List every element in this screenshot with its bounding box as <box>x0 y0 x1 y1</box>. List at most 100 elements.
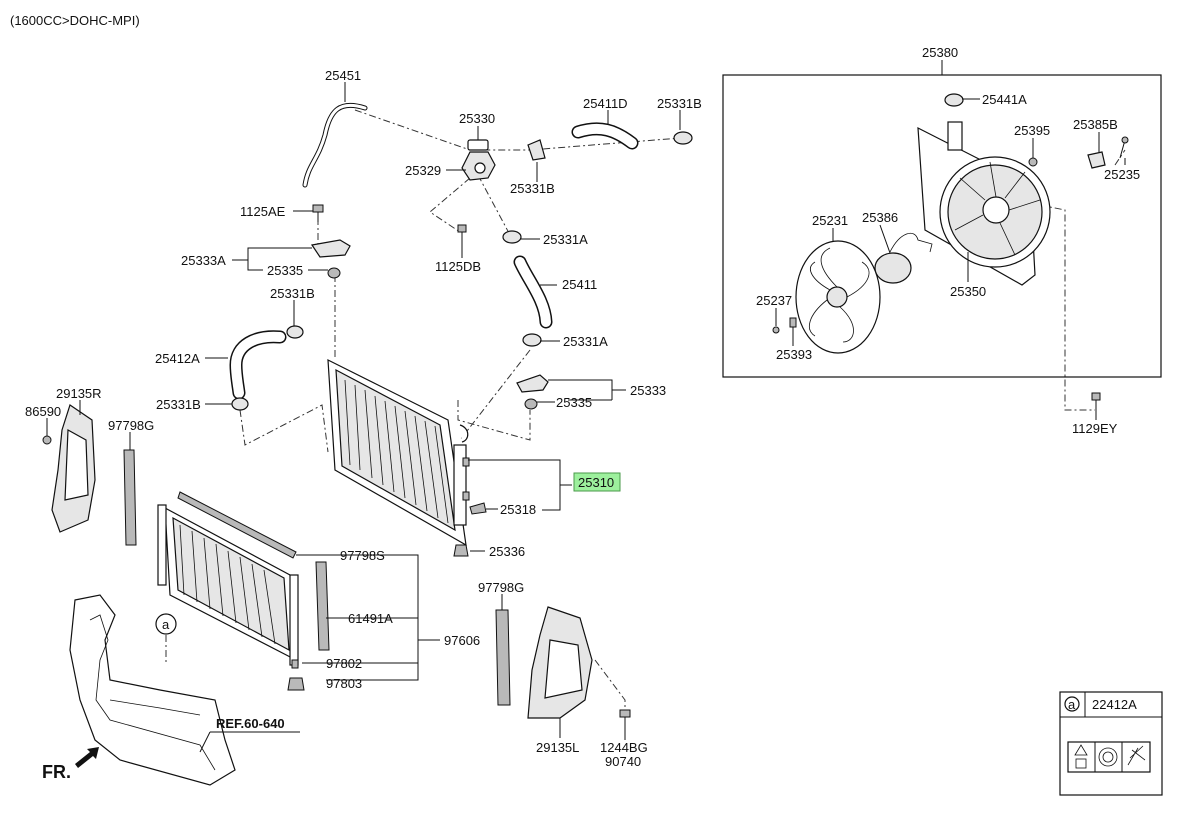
label-25237[interactable]: 25237 <box>756 293 792 308</box>
label-25395[interactable]: 25395 <box>1014 123 1050 138</box>
hose-25412A[interactable] <box>229 330 287 400</box>
label-1125AE[interactable]: 1125AE <box>240 204 286 219</box>
clip-25393[interactable] <box>789 317 797 328</box>
air-guard-29135R[interactable] <box>51 404 96 533</box>
label-25235[interactable]: 25235 <box>1104 167 1140 182</box>
fan-25231[interactable] <box>795 240 881 354</box>
label-97802[interactable]: 97802 <box>326 656 362 671</box>
label-25330[interactable]: 25330 <box>459 111 495 126</box>
screw-25235[interactable] <box>1119 136 1129 159</box>
radiator-core-fins <box>344 379 449 524</box>
hose-clamp-25331A-top[interactable] <box>502 230 522 244</box>
label-25441A[interactable]: 25441A <box>982 92 1027 107</box>
label-25412A[interactable]: 25412A <box>155 351 200 366</box>
label-25333[interactable]: 25333 <box>630 383 666 398</box>
front-end-module-panel <box>69 594 236 786</box>
label-25331A-mid[interactable]: 25331A <box>563 334 608 349</box>
label-25231[interactable]: 25231 <box>812 213 848 228</box>
label-25335-low[interactable]: 25335 <box>556 395 592 410</box>
insulator-97803[interactable] <box>287 677 305 691</box>
label-25411[interactable]: 25411 <box>562 277 597 292</box>
label-90740[interactable]: 90740 <box>605 754 641 769</box>
mounting-bracket-25333A[interactable] <box>310 239 351 258</box>
label-25386[interactable]: 25386 <box>862 210 898 225</box>
resistor-25385B[interactable] <box>1087 151 1106 169</box>
no-open-when-hot-icon <box>1127 745 1146 766</box>
legend-box-22412A[interactable]: a 22412A <box>1059 691 1163 796</box>
label-25451[interactable]: 25451 <box>325 68 361 83</box>
condenser-97606[interactable] <box>157 504 299 666</box>
label-25318[interactable]: 25318 <box>500 502 536 517</box>
callout-a-marker: a <box>155 613 177 635</box>
air-guard-97798G-left[interactable] <box>123 449 137 546</box>
label-29135L[interactable]: 29135L <box>536 740 579 755</box>
label-25411D[interactable]: 25411D <box>583 96 628 111</box>
hose-clamp-25331B-low[interactable] <box>231 397 249 411</box>
label-1125DB[interactable]: 1125DB <box>435 259 481 274</box>
air-guard-29135L[interactable] <box>527 606 593 719</box>
insulator-25335-top[interactable] <box>327 267 341 279</box>
label-86590[interactable]: 86590 <box>25 404 61 419</box>
air-guard-97798G-right[interactable] <box>495 609 511 706</box>
screw-25237[interactable] <box>772 326 780 334</box>
hose-clamp-25331B-top[interactable] <box>673 131 693 145</box>
upper-hose-25411D[interactable] <box>571 122 639 150</box>
bolt-1125AE[interactable] <box>312 204 324 222</box>
radiator-cap-25330[interactable] <box>467 139 489 151</box>
label-25335-top[interactable]: 25335 <box>267 263 303 278</box>
label-25336[interactable]: 25336 <box>489 544 525 559</box>
ref-60-640: REF.60-640 <box>199 716 300 753</box>
label-25385B[interactable]: 25385B <box>1073 117 1118 132</box>
label-25331B-mid[interactable]: 25331B <box>510 181 555 196</box>
label-25331B-left[interactable]: 25331B <box>270 286 315 301</box>
label-25329[interactable]: 25329 <box>405 163 441 178</box>
label-97803[interactable]: 97803 <box>326 676 362 691</box>
label-97606[interactable]: 97606 <box>444 633 480 648</box>
dashed-connection-lines <box>165 109 1126 710</box>
drain-plug-25318[interactable] <box>469 502 487 515</box>
label-25350[interactable]: 25350 <box>950 284 986 299</box>
label-25380[interactable]: 25380 <box>922 45 958 60</box>
label-1244BG[interactable]: 1244BG <box>600 740 648 755</box>
bolt-97802[interactable] <box>291 659 299 669</box>
label-25393[interactable]: 25393 <box>776 347 812 362</box>
fan-shroud-25350[interactable] <box>917 121 1051 286</box>
mounting-bracket-25333[interactable] <box>516 374 549 393</box>
bolt-1244BG[interactable] <box>619 709 631 725</box>
label-25310[interactable]: 25310 <box>578 475 614 490</box>
legend-part-number: 22412A <box>1092 697 1137 712</box>
overflow-hose-25451[interactable] <box>302 102 368 188</box>
screw-86590[interactable] <box>42 435 52 445</box>
hose-clamp-25331B-left[interactable] <box>286 325 304 339</box>
label-97798G-right[interactable]: 97798G <box>478 580 524 595</box>
svg-text:FR.: FR. <box>42 762 71 782</box>
warning-label-sticker <box>1067 741 1151 773</box>
hose-clamp-25331B-mid[interactable] <box>527 139 546 161</box>
warning-triangle-icon <box>1074 744 1088 756</box>
radiator-25310[interactable] <box>327 358 470 547</box>
label-61491A[interactable]: 61491A <box>348 611 393 626</box>
lower-hose-25411[interactable] <box>513 255 553 329</box>
label-29135R[interactable]: 29135R <box>56 386 102 401</box>
insulator-25335-low[interactable] <box>524 398 538 410</box>
front-direction-indicator: FR. <box>42 747 99 782</box>
hot-surface-icon <box>1098 747 1118 767</box>
air-guard-97798S[interactable] <box>177 491 297 559</box>
label-25331A-top[interactable]: 25331A <box>543 232 588 247</box>
insulator-25336[interactable] <box>453 544 469 557</box>
label-97798G-left[interactable]: 97798G <box>108 418 154 433</box>
air-guard-61491A[interactable] <box>315 561 330 651</box>
cap-25441A[interactable] <box>944 93 964 107</box>
water-outlet-fitting-25329[interactable] <box>461 151 496 181</box>
bolt-25395[interactable] <box>1028 157 1038 167</box>
label-97798S[interactable]: 97798S <box>340 548 385 563</box>
hose-clamp-25331A-mid[interactable] <box>522 333 542 347</box>
leader-lines <box>46 82 1126 740</box>
bolt-1129EY[interactable] <box>1091 392 1101 420</box>
fan-motor-25386[interactable] <box>874 232 933 284</box>
label-1129EY[interactable]: 1129EY <box>1072 421 1118 436</box>
bolt-1125DB[interactable] <box>457 224 467 243</box>
label-25333A[interactable]: 25333A <box>181 253 226 268</box>
label-25331B-top[interactable]: 25331B <box>657 96 702 111</box>
label-25331B-low[interactable]: 25331B <box>156 397 201 412</box>
